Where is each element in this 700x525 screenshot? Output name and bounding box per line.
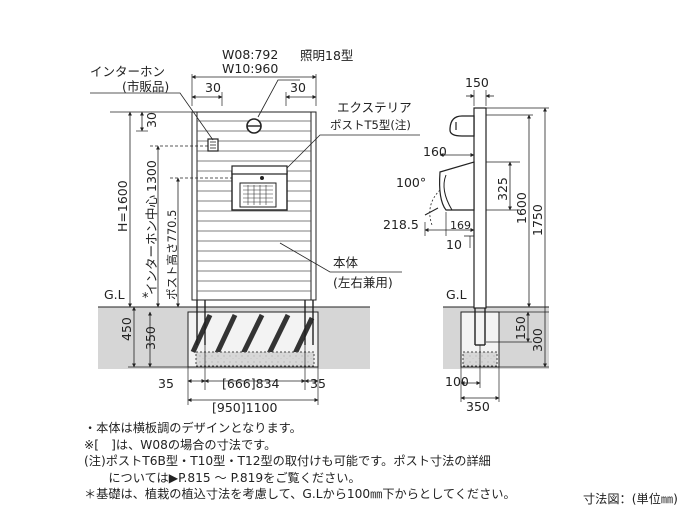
gl-label-side: G.L [446,287,467,302]
width-label-w08: W08:792 [222,47,278,62]
note-line: (注)ポストT6B型・T10型・T12型の取付けも可能です。ポスト寸法の詳細 [84,454,491,469]
width-label-w10: W10:960 [222,61,278,76]
notes-block: ・本体は横板調のデザインとなります。 ※[ ]は、W08の場合の寸法です。 (注… [84,420,644,503]
light-leader [257,79,300,118]
side-base-100: 100 [445,374,469,389]
exterior-light-post: ポストT5型(注) [330,118,411,132]
note-line: ※[ ]は、W08の場合の寸法です。 [84,437,277,452]
total-width: [950]1100 [212,400,277,415]
body-label: 本体 [333,255,359,270]
side-light-icon [449,115,475,137]
side-offset-b: 169 [450,219,471,232]
intercom-note: (市販品) [122,79,169,94]
side-foundation-300: 300 [530,328,545,352]
foundation-depth: 450 [119,317,134,341]
side-view-labels: 150 160 100° 218.5 169 10 G.L 100 350 32… [383,75,545,414]
intercom-center-value: 1300 [144,160,159,192]
top-offset: 30 [144,112,159,128]
top-margin-left: 30 [205,80,221,95]
unit-note: 寸法図：(単位㎜) [583,492,678,506]
light-label: 照明18型 [300,48,353,63]
gravel-layer [195,351,315,367]
bottom-side-right: 35 [310,376,326,391]
front-view-labels: W08:792 W10:960 照明18型 インターホン (市販品) 30 30… [90,47,412,415]
post-leader [286,134,420,169]
note-line: ＊基礎は、植栽の植込寸法を考慮して、G.Lから100㎜下からとしてください。 [84,487,516,502]
side-mailbox-icon [439,161,475,211]
bottom-side-left: 35 [158,376,174,391]
exterior-light-label: エクステリア [337,100,412,115]
front-view [90,74,420,405]
side-base-350: 350 [466,399,490,414]
foundation-depth-inner: 350 [143,326,158,350]
asterisk-mark: * [142,291,149,306]
top-margin-right: 30 [290,80,306,95]
height-label: H=1600 [115,180,130,232]
side-mailbox-depth: 160 [423,144,447,159]
side-mailbox-height: 325 [495,177,510,201]
inner-width: [666]834 [222,376,280,391]
side-top-width: 150 [465,75,489,90]
intercom-leader [90,92,214,141]
side-post [473,107,487,309]
side-view [424,90,549,402]
side-height-1750: 1750 [530,204,545,236]
side-door-angle: 100° [396,175,426,190]
intercom-center-label: インターホン中心 [144,194,159,295]
body-leader [279,242,402,273]
note-line: ・本体は横板調のデザインとなります。 [84,421,302,435]
note-line: については▶P.815 ～ P.819をご覧ください。 [84,470,361,485]
side-height-1600: 1600 [514,192,529,224]
post-height-label: ポスト高さ770.5 [165,210,179,300]
gl-label-front: G.L [104,287,125,302]
body-note: (左右兼用) [333,275,393,290]
side-offset-a: 218.5 [383,217,419,232]
intercom-label: インターホン [90,64,165,79]
side-offset-c: 10 [446,237,462,252]
side-foundation-150: 150 [513,316,528,340]
